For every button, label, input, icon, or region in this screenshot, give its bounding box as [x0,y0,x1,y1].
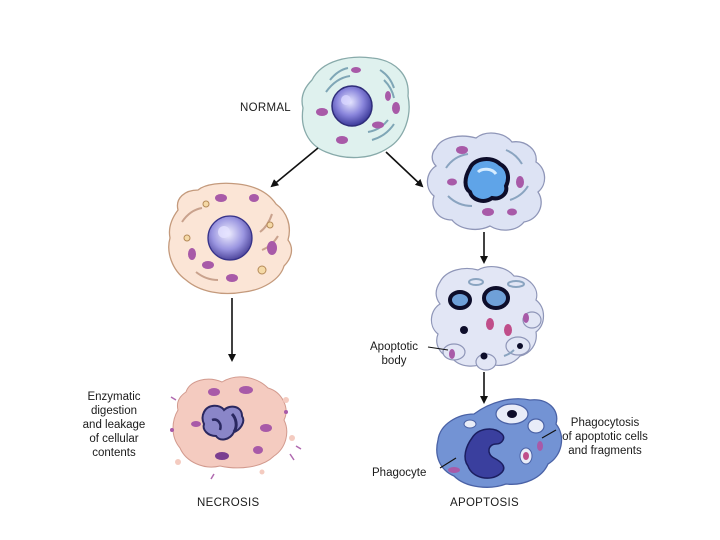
normal-cell [301,56,410,159]
apoptotic-body-pointer [427,346,449,351]
label-phagocytosis-line: of apoptotic cells [562,431,648,443]
label-enzymatic-digestion: Enzymatic digestion and leakage of cellu… [72,390,156,460]
phagocyte-pointer [439,457,457,469]
label-apoptotic-body: Apoptotic body [362,340,426,368]
label-apoptotic-body-line: body [381,355,407,367]
arrow-to-necrosis [270,147,319,188]
label-phagocytosis-line: and fragments [568,445,642,457]
label-enzymatic-line: digestion [90,405,138,417]
swollen-cell [168,182,293,295]
label-necrosis: NECROSIS [197,497,260,509]
arrow-to-apoptosis [385,151,424,188]
label-apoptosis: APOPTOSIS [450,497,519,509]
label-phagocyte: Phagocyte [372,467,427,479]
nucleus [331,85,373,127]
label-enzymatic-line: Enzymatic [87,391,141,403]
phagocyte-cell [436,398,563,488]
phagocytosis-pointer [541,429,557,439]
label-normal: NORMAL [240,102,292,114]
fragmenting-cell [430,266,545,371]
necrotic-cell [170,376,302,480]
label-phagocytosis: Phagocytosis of apoptotic cells and frag… [550,416,660,458]
label-enzymatic-line: of cellular [89,433,139,445]
label-enzymatic-line: and leakage [82,419,146,431]
label-enzymatic-line: contents [92,447,136,459]
label-apoptotic-body-line: Apoptotic [370,341,418,353]
condensed-cell [426,132,546,231]
label-phagocytosis-line: Phagocytosis [570,417,640,429]
